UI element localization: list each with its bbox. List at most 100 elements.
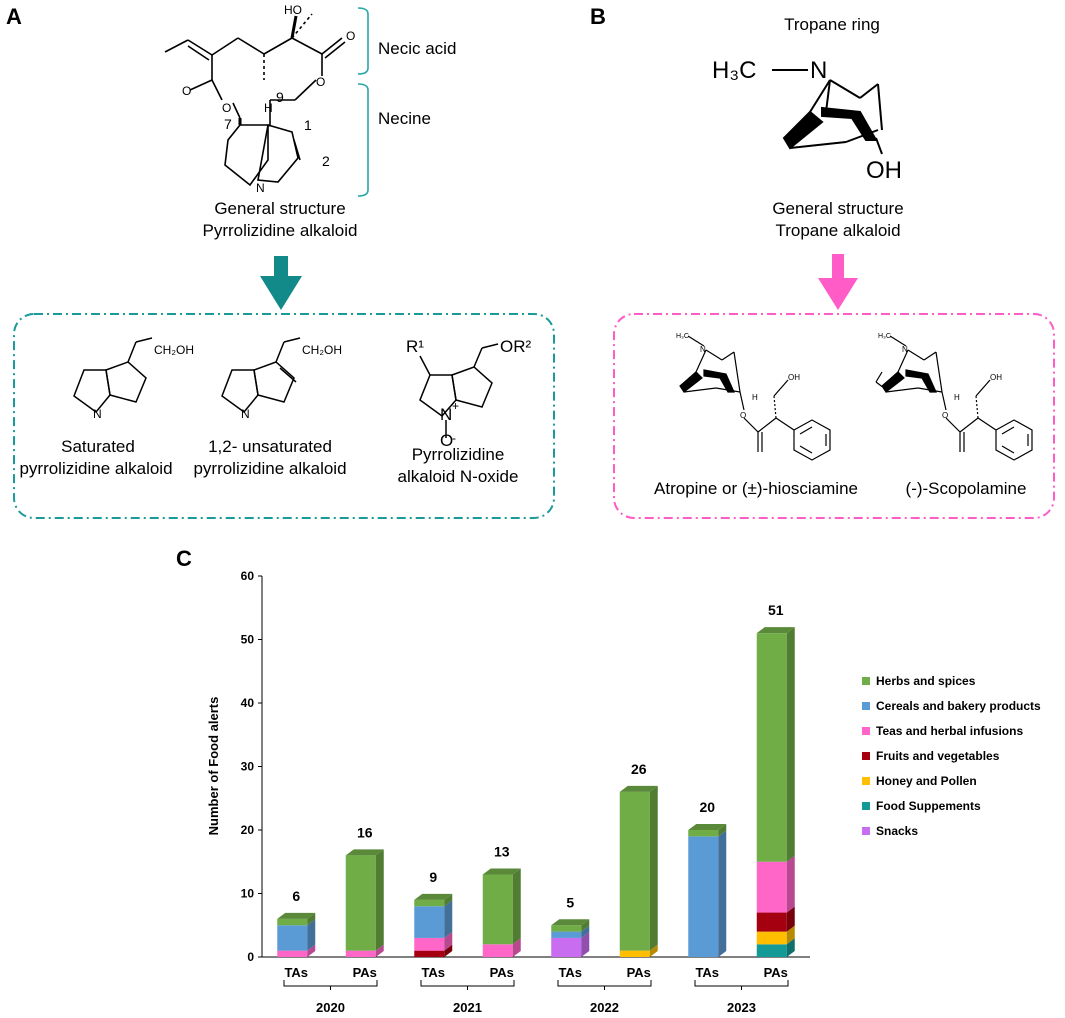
bar-total-label: 20	[699, 799, 715, 815]
bar-total-label: 16	[357, 824, 373, 840]
scopolamine-label: (-)-Scopolamine	[906, 479, 1027, 498]
bar-segment	[482, 874, 513, 945]
bar-segment-side	[581, 925, 590, 938]
bar-segment-side	[581, 919, 590, 932]
panel-b-caption-line1: General structure	[772, 199, 903, 218]
bar-segment	[688, 836, 719, 957]
atom-n: N	[256, 181, 265, 195]
bar-segment-side	[786, 627, 795, 862]
bar-segment	[688, 830, 719, 837]
x-category-label: TAs	[421, 965, 445, 980]
x-group-label: 2020	[316, 1000, 345, 1015]
bar-segment	[551, 925, 582, 932]
unsaturated-pyrrolizidine-structure	[221, 337, 301, 414]
legend-swatch	[862, 702, 870, 710]
x-category-label: TAs	[558, 965, 582, 980]
group-brace	[694, 980, 789, 990]
tropane-ring-title: Tropane ring	[784, 15, 880, 34]
atropine-n: N	[700, 345, 706, 354]
bar-segment	[414, 950, 445, 957]
bar-segment	[756, 633, 787, 862]
bar-tas-4	[551, 919, 590, 957]
saturated-pyrrolizidine-structure	[73, 337, 153, 414]
saturated-label-line2: pyrrolizidine alkaloid	[19, 459, 172, 478]
bar-segment-side	[307, 919, 316, 951]
bar-segment-side	[649, 785, 658, 951]
unsaturated-label-line2: pyrrolizidine alkaloid	[193, 459, 346, 478]
atropine-structure	[679, 335, 831, 461]
bar-segment	[619, 791, 650, 951]
bar-segment	[414, 906, 445, 938]
atropine-oh: OH	[788, 373, 800, 382]
panel-a-down-arrow	[260, 256, 302, 310]
bar-segment-side	[444, 900, 453, 938]
legend-swatch	[862, 777, 870, 785]
atom-o3: O	[346, 29, 355, 43]
bar-total-label: 9	[429, 869, 437, 885]
position-1: 1	[304, 117, 312, 133]
bar-total-label: 6	[292, 888, 300, 904]
saturated-ch2oh: CH₂OH	[154, 343, 194, 357]
bar-segment	[756, 944, 787, 957]
bar-pas-7	[756, 627, 795, 957]
bar-segment-side	[307, 944, 316, 957]
panel-c-letter: C	[176, 546, 192, 571]
bar-segment	[482, 944, 513, 957]
unsaturated-label-line1: 1,2- unsaturated	[208, 437, 332, 456]
legend-label: Food Suppements	[876, 799, 981, 813]
bar-segment-side	[718, 830, 727, 957]
bar-segment-side	[786, 906, 795, 932]
panel-a-caption-line2: Pyrrolizidine alkaloid	[203, 221, 358, 240]
bar-segment-side	[444, 931, 453, 951]
x-group-label: 2022	[590, 1000, 619, 1015]
bar-segment	[277, 918, 308, 926]
y-tick-label: 50	[241, 633, 255, 647]
bar-top-face	[551, 919, 590, 926]
bar-pas-5	[619, 785, 658, 957]
y-tick-label: 30	[241, 760, 255, 774]
bar-pas-1	[345, 849, 384, 957]
panel-a-caption-line1: General structure	[214, 199, 345, 218]
bar-segment	[277, 950, 308, 957]
n-oxide-minus: -	[452, 431, 456, 445]
bar-segment-side	[375, 944, 384, 957]
legend-swatch	[862, 752, 870, 760]
legend-swatch	[862, 802, 870, 810]
bar-segment-side	[444, 893, 453, 907]
bar-segment-side	[444, 944, 453, 957]
x-category-label: PAs	[353, 965, 377, 980]
tropane-h3c: H₃C	[712, 57, 756, 84]
panel-a: A	[6, 3, 555, 519]
n-oxide-pyrrolizidine-structure	[419, 343, 499, 438]
bar-segment	[756, 931, 787, 945]
n-oxide-plus: +	[452, 399, 459, 413]
position-7: 7	[224, 116, 232, 132]
panel-b-down-arrow	[818, 254, 858, 310]
bar-total-label: 26	[631, 761, 647, 777]
x-category-label: PAs	[627, 965, 651, 980]
legend-label: Snacks	[876, 824, 918, 838]
bar-segment-side	[786, 938, 795, 957]
bar-segment	[756, 912, 787, 932]
panel-a-derivatives-box	[13, 313, 555, 519]
legend-label: Cereals and bakery products	[876, 699, 1041, 713]
bar-segment	[277, 925, 308, 951]
legend-swatch	[862, 727, 870, 735]
bar-segment	[551, 931, 582, 938]
bar-segment-side	[307, 912, 316, 926]
scopolamine-structure	[875, 335, 1033, 461]
atropine-h3c: H₃C	[676, 333, 689, 340]
position-2: 2	[322, 153, 330, 169]
atropine-o: O	[740, 411, 746, 420]
bar-segment-side	[581, 931, 590, 957]
panel-a-letter: A	[6, 4, 22, 29]
tropane-n: N	[810, 57, 827, 84]
scopolamine-oh: OH	[990, 373, 1002, 382]
bar-top-face	[482, 868, 521, 875]
tropane-ring-structure	[772, 69, 883, 155]
group-brace	[420, 980, 515, 990]
atropine-label: Atropine or (±)-hiosciamine	[654, 479, 858, 498]
scopolamine-o: O	[942, 411, 948, 420]
x-category-label: TAs	[284, 965, 308, 980]
y-tick-label: 60	[241, 569, 255, 583]
